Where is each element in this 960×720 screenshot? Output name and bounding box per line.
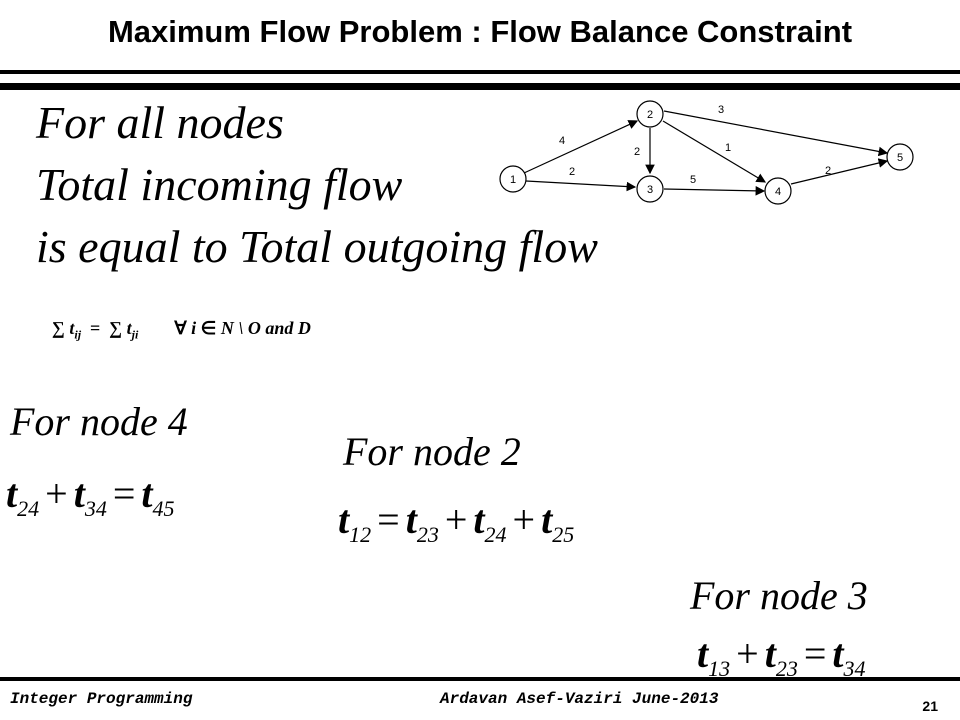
node4-term-2: t34	[73, 471, 107, 521]
edge-2-5	[663, 110, 889, 157]
forall-symbol: ∀	[174, 318, 187, 338]
element-of-symbol: ∈	[200, 318, 217, 338]
formula-rest: N \ O and D	[220, 318, 311, 338]
formula-sub-ij: ij	[74, 327, 82, 342]
footer-author-date: Ardavan Asef-Vaziri June-2013	[440, 690, 719, 708]
capacity-2-5: 3	[718, 104, 724, 116]
equals-sign: =	[803, 631, 827, 676]
node-3	[636, 175, 664, 203]
slide-title: Maximum Flow Problem : Flow Balance Cons…	[107, 14, 853, 49]
title-divider-thick	[0, 83, 960, 90]
node2-heading: For node 2	[343, 429, 521, 474]
edge-2-4	[662, 120, 767, 183]
formula-i: i	[191, 318, 197, 338]
node-label-3: 3	[647, 184, 653, 196]
sum-symbol-2: ∑	[109, 318, 123, 338]
node-5	[886, 143, 914, 171]
node-label-1: 1	[510, 174, 516, 186]
edge-1-2	[523, 120, 639, 174]
node3-equation: t13+t23=t34	[697, 630, 866, 682]
node2-term-2: t23	[405, 497, 439, 547]
network-diagram: 1 2 3 4 5 4 2 2 3 1 5 2	[499, 100, 914, 205]
capacity-4-5: 2	[825, 165, 831, 177]
node4-equation: t24+t34=t45	[6, 470, 175, 522]
statement-line-2: Total incoming flow	[36, 159, 403, 210]
sum-symbol: ∑	[52, 318, 65, 338]
capacity-2-3: 2	[634, 146, 640, 158]
node2-term-4: t25	[541, 497, 575, 547]
edge-1-3	[525, 180, 637, 192]
page-number: 21	[922, 698, 938, 714]
plus-sign: +	[45, 471, 68, 516]
plus-sign: +	[736, 631, 759, 676]
formula-sub-ji: ji	[131, 327, 139, 342]
footer-divider	[0, 677, 960, 681]
formula-t-2: t	[126, 318, 132, 338]
footer-course: Integer Programming	[10, 690, 193, 708]
edge-3-4	[663, 186, 766, 196]
capacity-1-2: 4	[559, 135, 565, 147]
node3-term-2: t23	[764, 631, 798, 681]
node2-equation: t12=t23+t24+t25	[338, 496, 574, 548]
formula-equals: =	[90, 318, 101, 338]
node-label-5: 5	[897, 152, 903, 164]
node3-term-1: t13	[697, 631, 731, 681]
title-divider-thin	[0, 70, 960, 74]
capacity-3-4: 5	[690, 174, 696, 186]
node-label-2: 2	[647, 109, 653, 121]
plus-sign-2: +	[512, 497, 536, 542]
plus-sign: +	[444, 497, 468, 542]
statement-line-3: is equal to Total outgoing flow	[36, 221, 598, 272]
capacity-2-4: 1	[725, 142, 731, 154]
node2-term-1: t12	[338, 497, 372, 547]
node3-heading: For node 3	[690, 573, 868, 618]
equals-sign: =	[377, 497, 400, 542]
node-4	[764, 177, 792, 205]
node-label-4: 4	[775, 186, 781, 198]
node4-term-1: t24	[6, 471, 40, 521]
capacity-1-3: 2	[569, 166, 575, 178]
edge-4-5	[790, 158, 889, 185]
statement-line-1: For all nodes	[36, 97, 284, 148]
node2-term-3: t24	[473, 497, 507, 547]
node-2	[636, 100, 664, 128]
node-1	[499, 165, 527, 193]
node4-heading: For node 4	[10, 399, 188, 444]
equals-sign: =	[112, 471, 136, 516]
node3-term-3: t34	[832, 631, 866, 681]
node4-term-3: t45	[141, 471, 175, 521]
formula-t: t	[69, 318, 75, 338]
balance-formula: ∑ tij = ∑ tji ∀ i ∈ N \ O and D	[52, 318, 311, 343]
